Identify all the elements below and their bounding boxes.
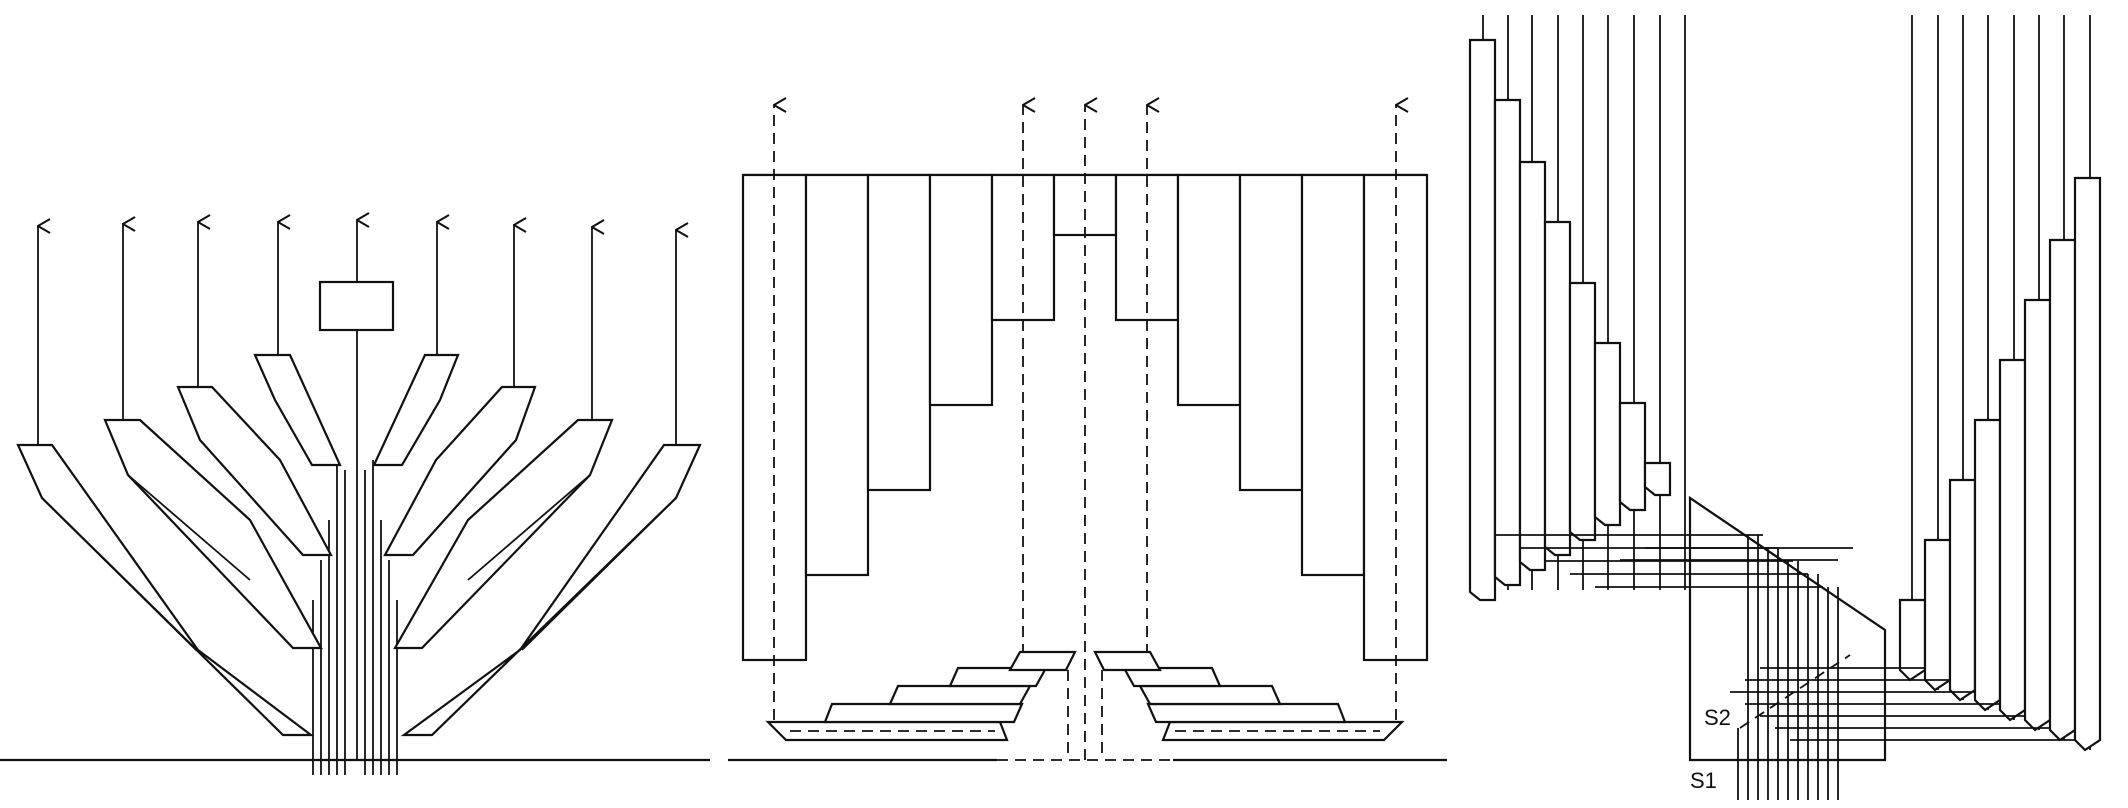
left-prism-4-l <box>253 353 342 467</box>
left-prism-3-r <box>383 385 537 557</box>
right-left-bars <box>1468 38 1672 602</box>
right-right-bars <box>1898 176 2102 752</box>
right-panel: S2 S1 <box>1468 15 2102 800</box>
right-vertical-rays <box>1737 535 1839 800</box>
middle-panel <box>728 105 1447 762</box>
left-base-rays <box>312 460 398 775</box>
label-s2: S2 <box>1704 705 1731 730</box>
left-top-block <box>318 280 395 332</box>
middle-prisms-left <box>765 650 1077 742</box>
left-panel <box>0 220 710 775</box>
left-prism-4-r <box>372 353 460 467</box>
middle-columns-right <box>1114 173 1429 662</box>
middle-prisms-right <box>1093 650 1405 742</box>
label-s1: S1 <box>1690 768 1717 793</box>
left-prism-2-l <box>103 418 323 650</box>
left-prism-inner-lines <box>41 474 677 651</box>
left-prism-3-l <box>176 385 333 557</box>
middle-columns-left <box>741 173 1118 662</box>
